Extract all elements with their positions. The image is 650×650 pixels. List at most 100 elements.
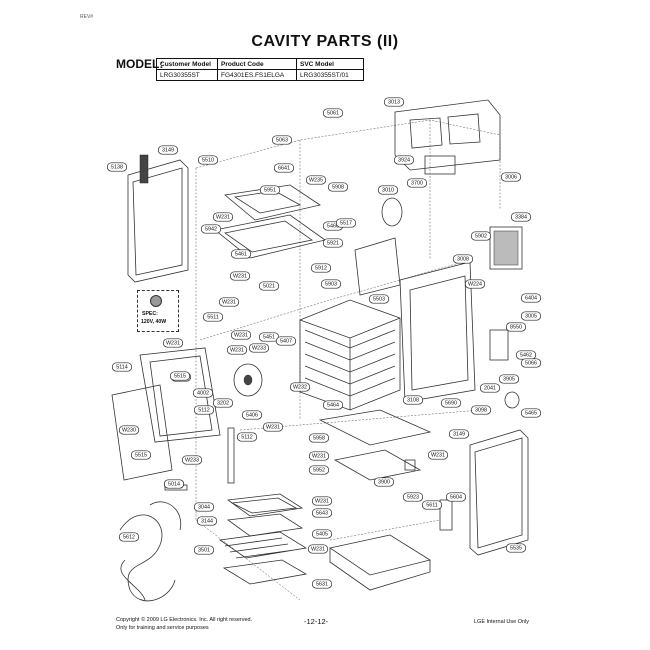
- part-label-text: 5114: [116, 364, 128, 370]
- spec-value: 120V, 40W: [141, 319, 167, 325]
- part-label: 5515: [130, 450, 152, 460]
- label-card-3384: [489, 226, 523, 270]
- part-label-text: 3149: [453, 431, 465, 437]
- part-label-frame: [421, 500, 443, 510]
- fan-3202: [233, 363, 263, 397]
- part-label-frame: [202, 312, 224, 322]
- part-label-text: W231: [312, 453, 326, 459]
- part-label-text: 5631: [316, 581, 328, 587]
- part-label-frame: [373, 477, 395, 487]
- part-label-text: 5908: [332, 184, 344, 190]
- part-label: 3013: [383, 97, 405, 107]
- part-label: 5112: [193, 405, 215, 415]
- part-label-frame: [470, 231, 492, 241]
- part-label-frame: [197, 155, 219, 165]
- part-label: 5612: [118, 532, 140, 542]
- part-label-text: 5138: [111, 164, 123, 170]
- part-label: 5908: [327, 182, 349, 192]
- part-label-frame: [440, 398, 462, 408]
- right-side-panel: [469, 429, 529, 556]
- part-label-frame: [273, 163, 295, 173]
- part-label-text: 5061: [327, 110, 339, 116]
- part-label-text: 5503: [373, 296, 385, 302]
- part-label-frame: [130, 450, 152, 460]
- part-label: 3006: [500, 172, 522, 182]
- part-label: 4002: [192, 388, 214, 398]
- oven-rack-3501: [218, 531, 308, 559]
- part-label-frame: [402, 492, 424, 502]
- part-label-frame: [258, 281, 280, 291]
- part-label-frame: [311, 579, 333, 589]
- part-label-text: 5923: [407, 494, 419, 500]
- part-label: 5465: [520, 408, 542, 418]
- part-label-text: 3384: [515, 214, 527, 220]
- part-label: 5690: [440, 398, 462, 408]
- part-label-frame: [275, 336, 297, 346]
- hinge-5112: [227, 427, 235, 484]
- part-label: 5063: [271, 135, 293, 145]
- part-label-frame: [193, 545, 215, 555]
- part-label-frame: [229, 271, 251, 281]
- switch-w231: [404, 459, 416, 471]
- part-label-frame: [118, 532, 140, 542]
- part-label-text: 3144: [201, 518, 213, 524]
- part-label: W231: [311, 496, 333, 506]
- part-label-frame: [520, 408, 542, 418]
- part-label-frame: [181, 455, 203, 465]
- part-label: W231: [262, 422, 284, 432]
- part-label: 5503: [368, 294, 390, 304]
- part-label-text: 5112: [241, 434, 253, 440]
- part-label-text: W224: [468, 281, 482, 287]
- part-label-text: W232: [293, 384, 307, 390]
- part-label: W233: [181, 455, 203, 465]
- part-label-frame: [226, 345, 248, 355]
- part-label-text: 3006: [505, 174, 517, 180]
- part-label-frame: [402, 395, 424, 405]
- part-label-text: 5942: [205, 226, 217, 232]
- part-label-text: W233: [252, 345, 266, 351]
- footer-copyright: Copyright © 2009 LG Electronics. Inc. Al…: [116, 617, 253, 623]
- part-label-frame: [157, 145, 179, 155]
- part-label-text: W231: [315, 498, 329, 504]
- part-label: 5066: [520, 358, 542, 368]
- part-label-frame: [320, 279, 342, 289]
- part-label-text: 3013: [388, 99, 400, 105]
- part-label-frame: [308, 465, 330, 475]
- part-label-text: W231: [233, 273, 247, 279]
- bottom-plate-5958: [318, 409, 432, 446]
- part-label: 5462: [515, 350, 537, 360]
- revision-mark: REV#: [80, 14, 94, 20]
- broil-grid-3144: [226, 513, 304, 537]
- part-label-frame: [327, 182, 349, 192]
- part-label-frame: [505, 543, 527, 553]
- part-label-frame: [520, 358, 542, 368]
- part-label-text: W231: [234, 332, 248, 338]
- part-label: 3700: [406, 178, 428, 188]
- part-label-frame: [169, 371, 191, 381]
- part-label: 5061: [322, 108, 344, 118]
- label-card-inner: [493, 230, 519, 266]
- part-label: 5942: [200, 224, 222, 234]
- part-label-text: 5951: [264, 187, 276, 193]
- part-label-text: W230: [122, 427, 136, 433]
- part-label: 3008: [452, 254, 474, 264]
- part-label-text: 5112: [198, 407, 210, 413]
- part-label: W231: [229, 271, 251, 281]
- part-label-text: 5912: [315, 265, 327, 271]
- part-label-text: W233: [185, 457, 199, 463]
- part-label-frame: [200, 224, 222, 234]
- part-label-text: W235: [309, 177, 323, 183]
- part-label: 3384: [510, 212, 532, 222]
- part-label-frame: [192, 388, 214, 398]
- part-label: 6404: [520, 293, 542, 303]
- part-label: 5604: [445, 492, 467, 502]
- part-label: 5114: [111, 362, 133, 372]
- part-label-frame: [308, 451, 330, 461]
- part-label-frame: [193, 502, 215, 512]
- part-label: W231: [218, 297, 240, 307]
- part-label-frame: [311, 529, 333, 539]
- part-label-frame: [289, 382, 311, 392]
- part-label-frame: [427, 450, 449, 460]
- part-label: 5406: [241, 410, 263, 420]
